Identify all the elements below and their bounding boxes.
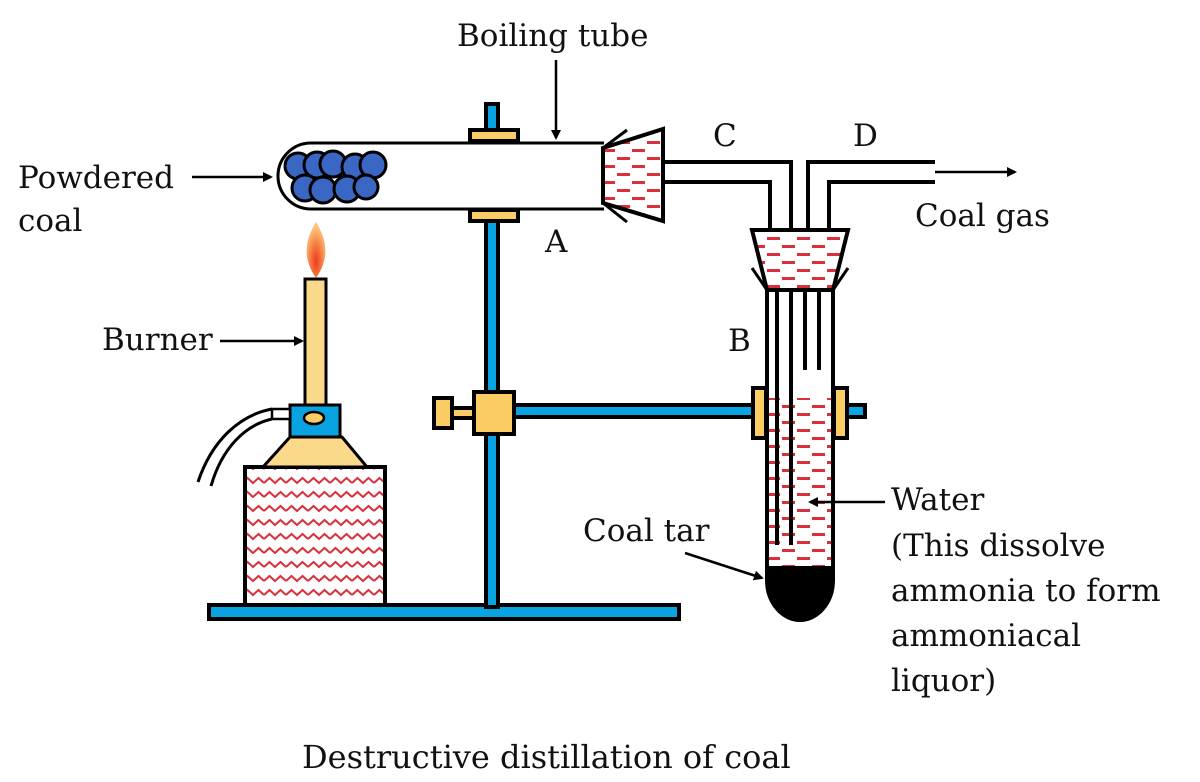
- water-liquid: [769, 398, 831, 568]
- label-water-note-line3: ammonia to form: [891, 573, 1160, 609]
- boss-head: [432, 390, 516, 436]
- stopper-b: [749, 228, 851, 292]
- label-point-c: C: [713, 118, 737, 154]
- label-powdered-coal-line2: coal: [18, 203, 82, 239]
- label-water: Water: [891, 482, 984, 518]
- stand-base: [207, 603, 681, 621]
- label-boiling-tube: Boiling tube: [457, 18, 648, 54]
- stopper-a: [601, 126, 665, 224]
- label-water-note-line2: (This dissolve: [891, 528, 1105, 564]
- tube-clamp-top: [468, 128, 520, 143]
- label-point-a: A: [544, 224, 568, 260]
- label-point-d: D: [853, 118, 878, 154]
- delivery-tube-c: [663, 160, 793, 230]
- coal-tar-arrow: [684, 551, 764, 581]
- burner: [243, 277, 387, 607]
- test-tube-clamp-left: [751, 386, 768, 440]
- test-tube-clamp-right: [832, 386, 849, 440]
- diagram-caption: Destructive distillation of coal: [302, 738, 791, 776]
- powdered-coal-particles: [283, 149, 388, 205]
- inner-tubes: [775, 292, 821, 545]
- label-burner: Burner: [102, 322, 213, 358]
- label-point-b: B: [728, 323, 751, 359]
- outlet-tube-d: [806, 160, 935, 230]
- label-coal-tar: Coal tar: [583, 513, 710, 549]
- coal-tar-deposit: [767, 566, 833, 620]
- label-powdered-coal-line1: Powdered: [18, 160, 174, 196]
- tube-clamp-bottom: [468, 208, 520, 223]
- stand-rod: [484, 102, 500, 609]
- label-water-note-line5: liquor): [891, 663, 996, 699]
- gas-hose: [196, 407, 273, 487]
- label-coal-gas: Coal gas: [915, 198, 1050, 234]
- label-water-note-line4: ammoniacal: [891, 618, 1081, 654]
- flame-icon: [306, 222, 326, 278]
